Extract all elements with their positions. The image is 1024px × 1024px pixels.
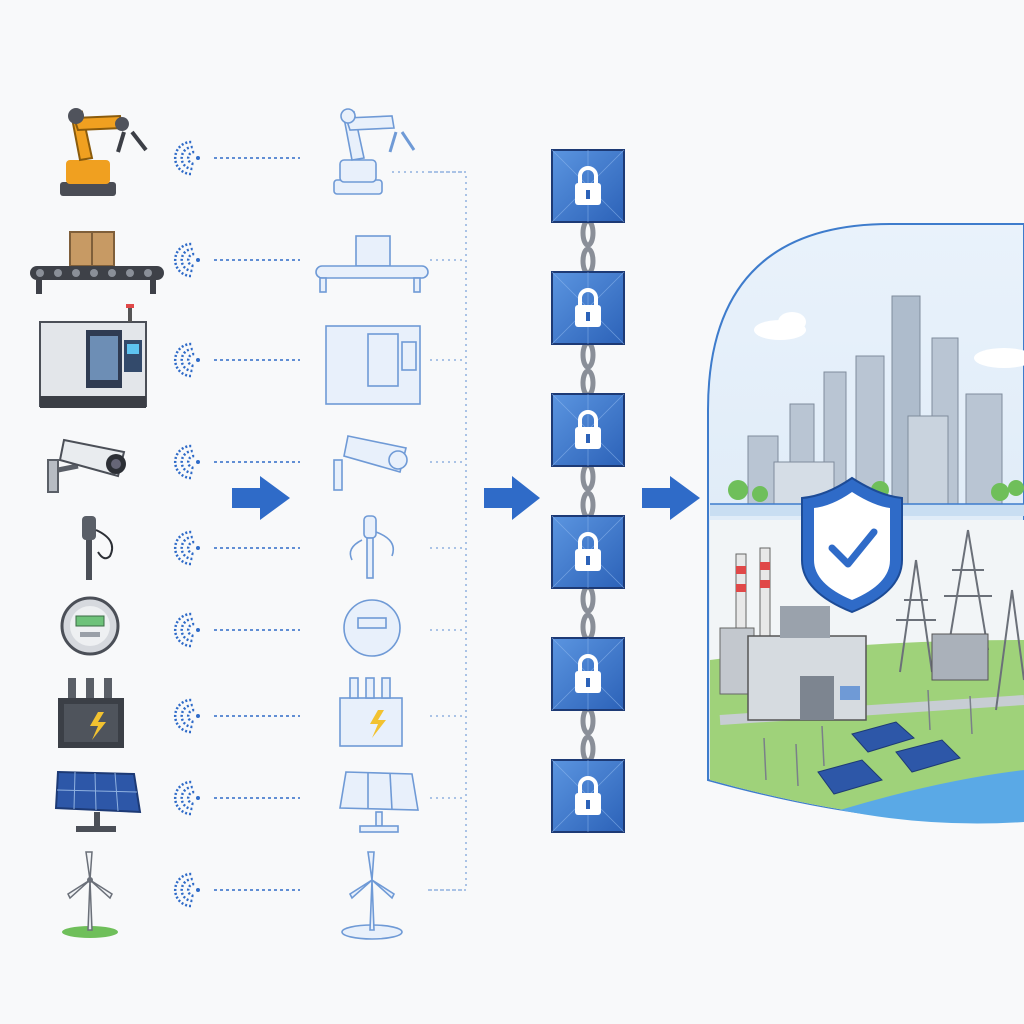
digital-twin-column	[315, 108, 429, 940]
twin-conveyor-icon	[315, 235, 429, 293]
blockchain-block	[551, 271, 625, 345]
physical-devices-column	[30, 108, 164, 938]
device-links	[173, 140, 466, 908]
blockchain-block	[551, 515, 625, 589]
chain-link-icon	[580, 584, 596, 642]
power-plant	[719, 547, 867, 721]
wind-farm	[763, 689, 973, 787]
wifi-signal-icon	[173, 530, 200, 566]
wireless-link	[173, 342, 466, 378]
transformer-icon	[58, 678, 124, 748]
twin-sensor-probe-icon	[349, 515, 395, 579]
lock-icon	[575, 288, 601, 327]
twin-solar-panel-icon	[339, 771, 419, 833]
blockchain-block	[551, 759, 625, 833]
protected-infrastructure-dome	[707, 223, 1024, 824]
wireless-link	[173, 612, 466, 648]
wireless-link	[173, 140, 466, 176]
sensor-probe-icon	[82, 516, 114, 580]
solar-panel-icon	[54, 770, 142, 832]
lock-icon	[575, 532, 601, 571]
aggregation-bracket	[392, 171, 467, 891]
chain-link-icon	[580, 218, 596, 276]
blockchain	[551, 149, 625, 833]
wifi-signal-icon	[173, 444, 200, 480]
lock-icon	[575, 166, 601, 205]
twin-security-camera-icon	[333, 435, 408, 491]
check-shield-icon	[801, 476, 903, 614]
twin-transformer-icon	[339, 677, 403, 747]
twin-robot-arm-icon	[333, 108, 416, 195]
chain-link-icon	[580, 340, 596, 398]
chain-link-icon	[580, 706, 596, 764]
flow-arrow-1-icon	[232, 476, 290, 520]
lock-icon	[575, 410, 601, 449]
wind-turbine-icon	[62, 851, 118, 938]
lock-icon	[575, 654, 601, 693]
flow-arrow-3-icon	[642, 476, 700, 520]
cloud-icon	[754, 312, 1024, 368]
wifi-signal-icon	[173, 612, 200, 648]
wifi-signal-icon	[173, 342, 200, 378]
wireless-link	[173, 530, 466, 566]
wireless-link	[173, 444, 466, 480]
wireless-link	[173, 698, 466, 734]
wireless-link	[173, 872, 466, 908]
wireless-link	[173, 780, 466, 816]
wifi-signal-icon	[173, 242, 200, 278]
conveyor-icon	[30, 231, 164, 294]
city-skyline	[747, 295, 1003, 507]
solar-farm	[817, 721, 961, 795]
wifi-signal-icon	[173, 140, 200, 176]
twin-smart-meter-icon	[343, 599, 401, 657]
wifi-signal-icon	[173, 872, 200, 908]
chain-link-icon	[580, 462, 596, 520]
wifi-signal-icon	[173, 698, 200, 734]
wireless-link	[173, 242, 466, 278]
flow-arrow-2-icon	[484, 476, 540, 520]
security-camera-icon	[47, 438, 126, 493]
smart-meter-icon	[60, 596, 120, 656]
power-pylons	[896, 529, 1024, 711]
cnc-machine-icon	[39, 304, 147, 408]
lock-icon	[575, 776, 601, 815]
blockchain-block	[551, 637, 625, 711]
twin-wind-turbine-icon	[341, 851, 403, 940]
blockchain-block	[551, 393, 625, 467]
blockchain-block	[551, 149, 625, 223]
twin-cnc-machine-icon	[325, 325, 421, 405]
wifi-signal-icon	[173, 780, 200, 816]
robot-arm-icon	[60, 108, 148, 196]
